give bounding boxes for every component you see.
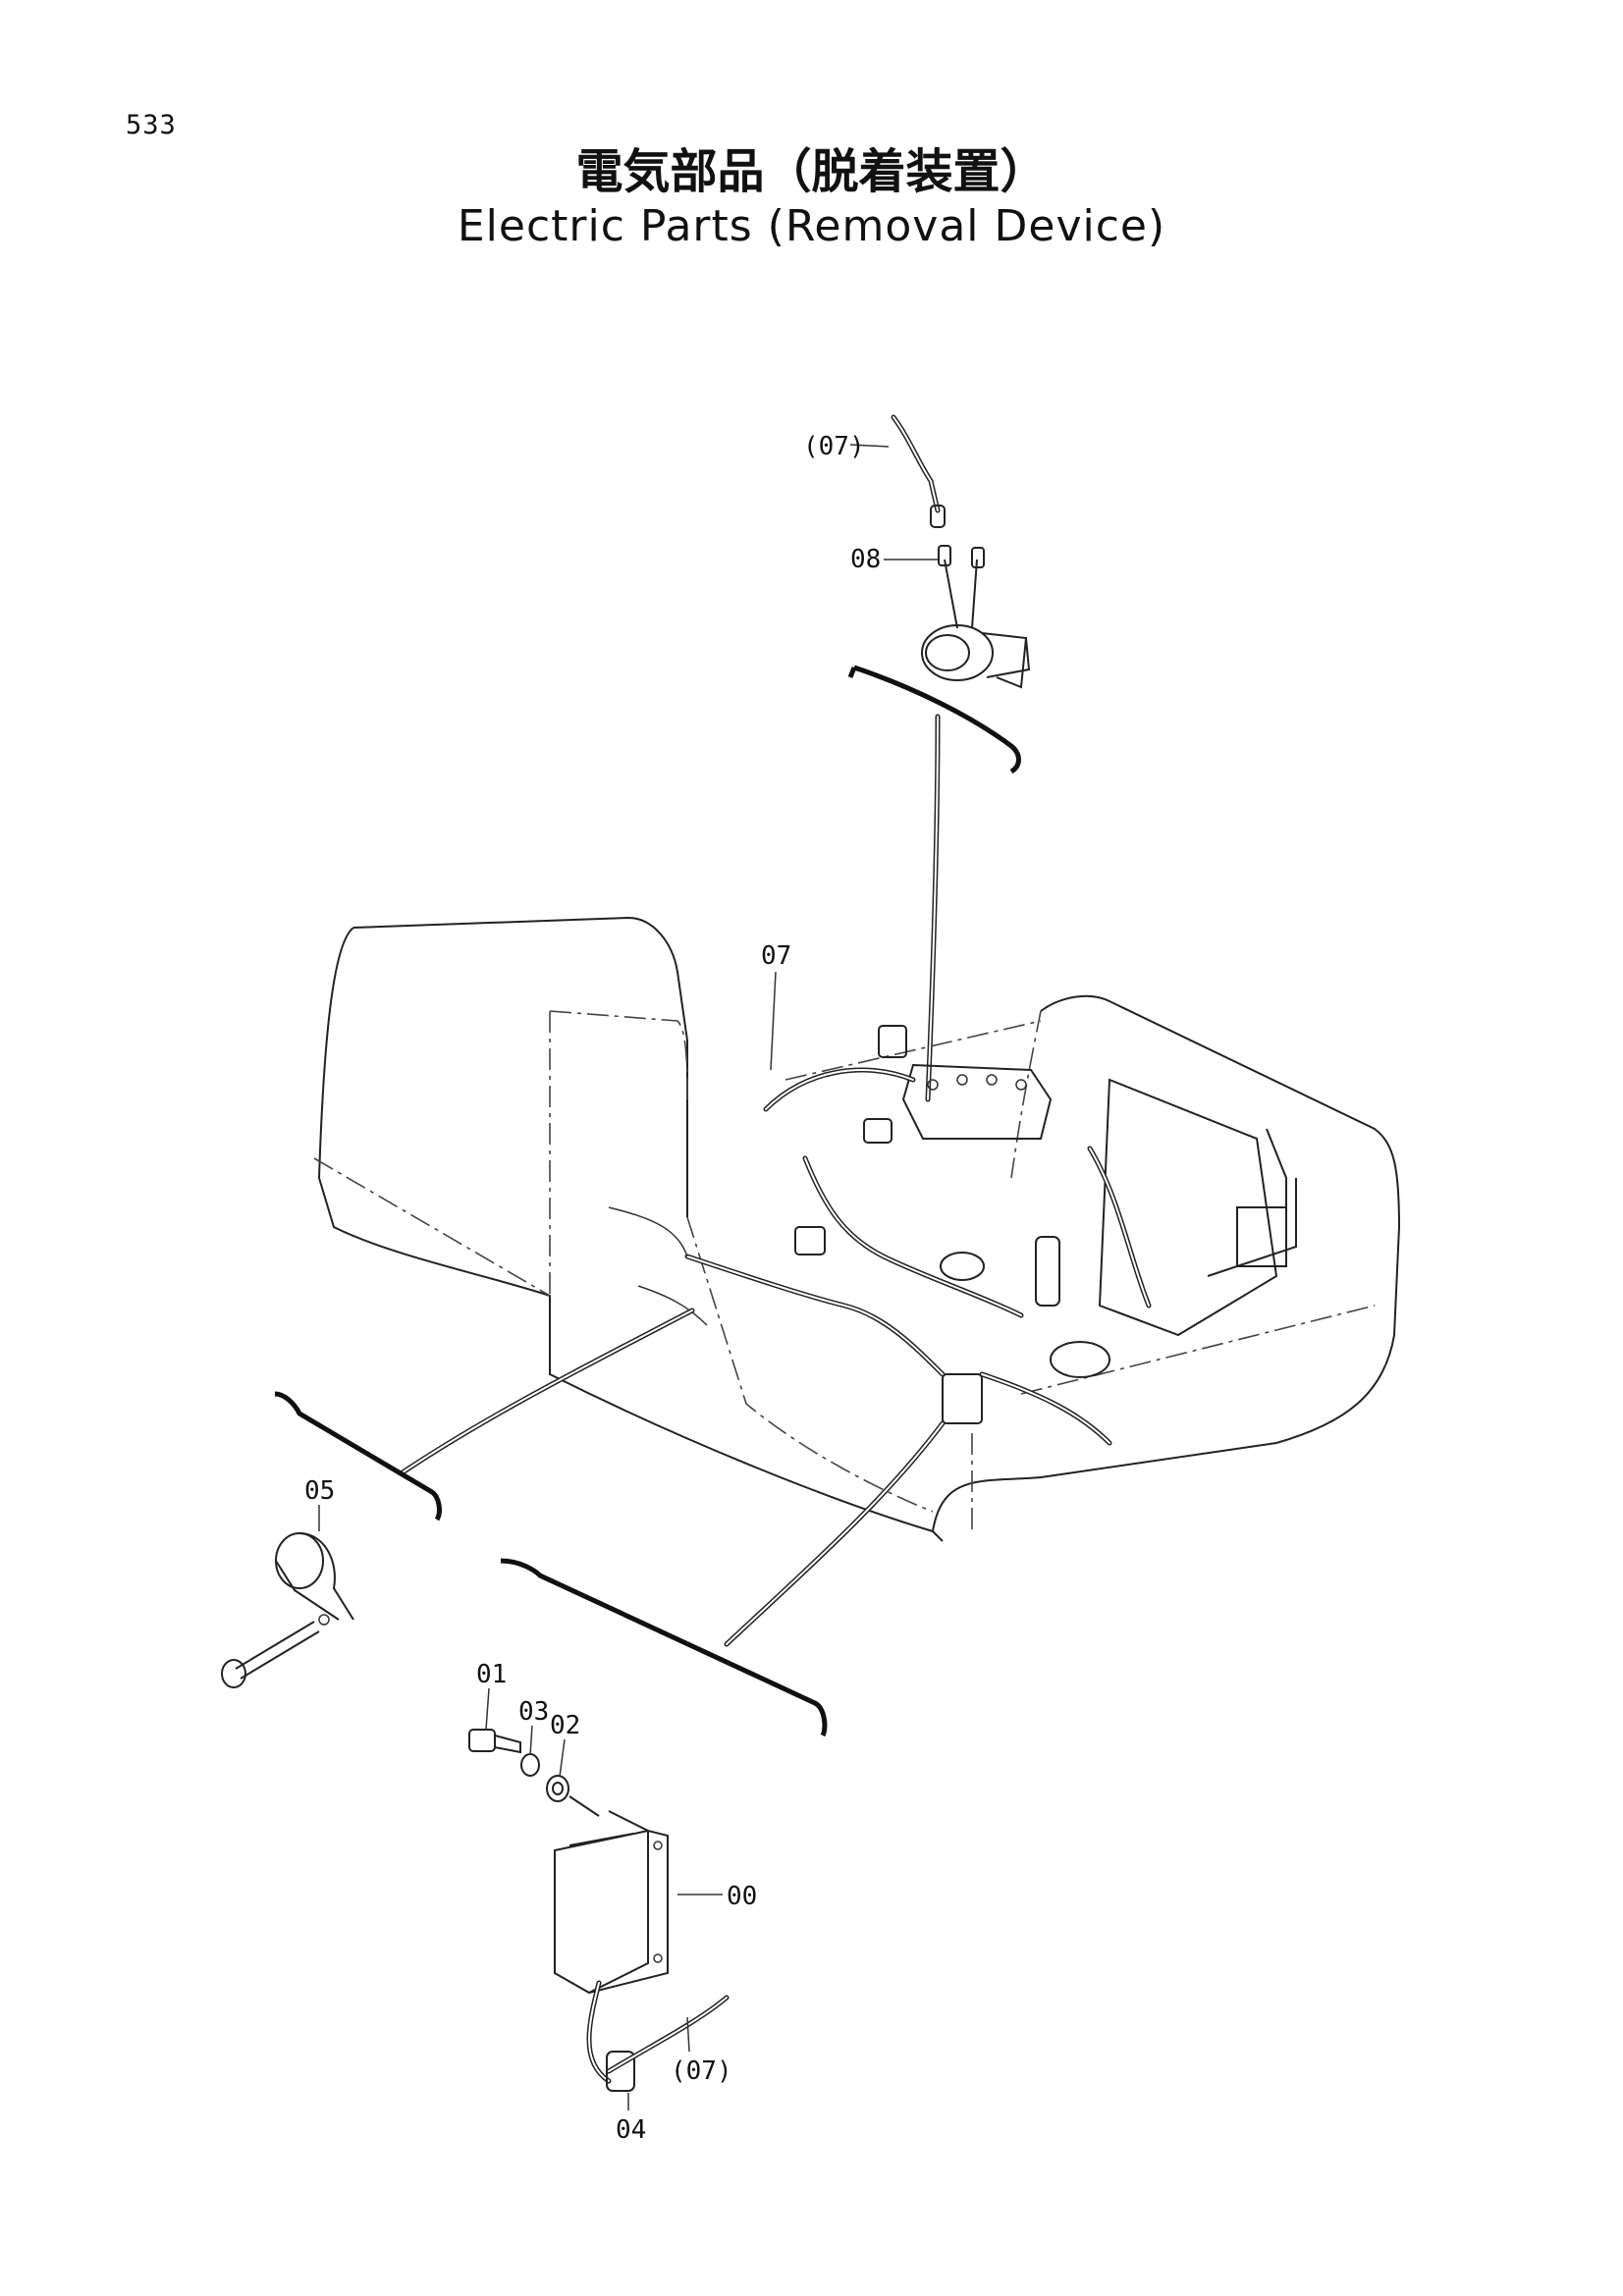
controller-part-00 [554, 1795, 730, 2092]
callout-05: 05 [304, 1476, 335, 1506]
page-number: 533 [126, 110, 177, 140]
callout-07-bottom: (07) [671, 2056, 732, 2086]
callout-07-main: 07 [761, 941, 791, 971]
callout-03: 03 [518, 1697, 549, 1727]
relay-assembly-08 [847, 414, 1031, 774]
callout-04: 04 [616, 2115, 646, 2145]
callout-07-top: (07) [803, 432, 865, 461]
callout-08: 08 [850, 545, 881, 574]
title-japanese: 電気部品（脱着装置） [575, 144, 1048, 199]
callout-01: 01 [476, 1660, 507, 1689]
callout-00: 00 [727, 1882, 757, 1911]
title-english: Electric Parts (Removal Device) [457, 201, 1166, 251]
clamp-part-05 [221, 1532, 354, 1688]
machine-body [313, 916, 1401, 1542]
callout-02: 02 [550, 1711, 580, 1740]
fastener-parts [468, 1729, 569, 1802]
